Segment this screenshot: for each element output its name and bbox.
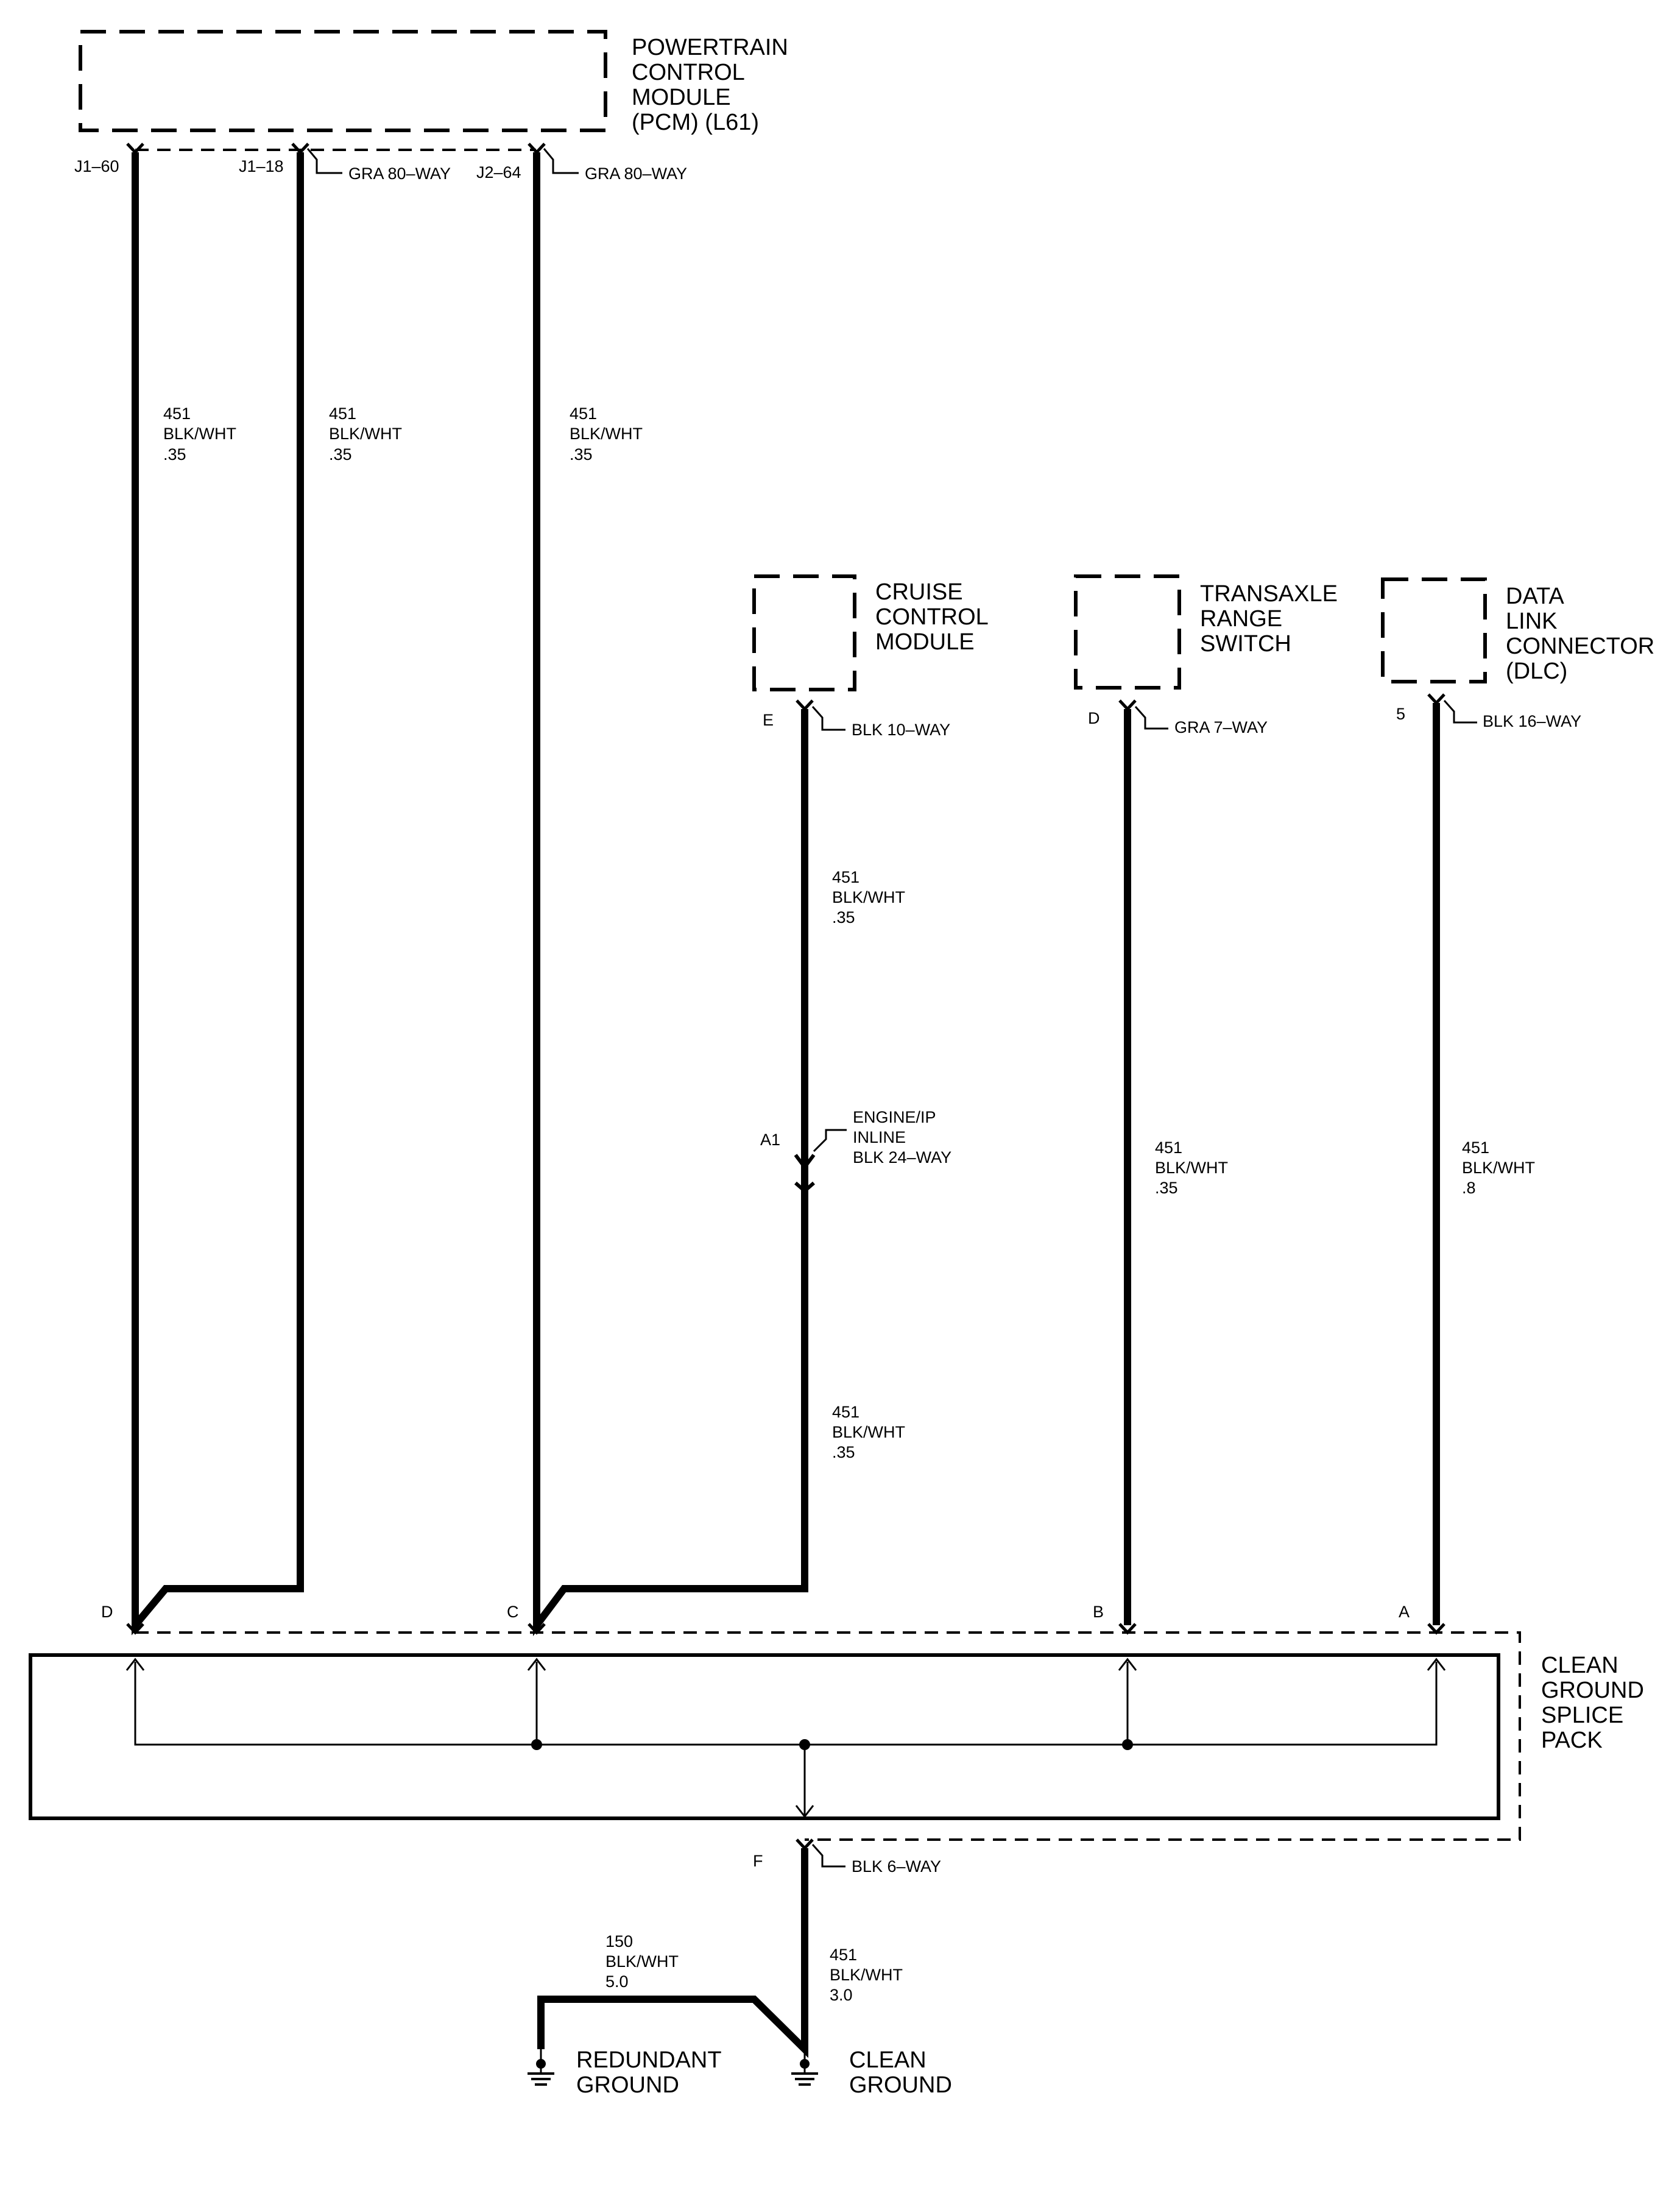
- splice-out-connector-leader: [811, 1844, 845, 1868]
- inline-pin-a1: A1: [760, 1131, 780, 1149]
- inline-connector-arrow-icon: [794, 1154, 816, 1170]
- pcm-wire1-label: 451 BLK/WHT .35: [163, 404, 241, 464]
- splice-d-arrow-icon: [125, 1658, 145, 1671]
- splice-b-terminal-icon: [1118, 1623, 1137, 1635]
- dlc-pin-5: 5: [1396, 705, 1405, 723]
- pcm-pin-j2-64: J2–64: [476, 163, 521, 182]
- transaxle-terminal-icon: [1118, 699, 1137, 711]
- pcm-j1-connector-label: GRA 80–WAY: [348, 164, 451, 183]
- transaxle-connector-leader: [1134, 706, 1168, 730]
- splice-junction-dot: [799, 1739, 810, 1750]
- transaxle-wire-label: 451 BLK/WHT .35: [1155, 1139, 1232, 1197]
- pcm-j1-connector-leader: [306, 148, 342, 174]
- ground-main-wire-label: 451 BLK/WHT 3.0: [830, 1946, 907, 2004]
- dlc-connector-label: BLK 16–WAY: [1483, 712, 1581, 730]
- redundant-ground-icon: [528, 2049, 554, 2086]
- cruise-wire-lower-label: 451 BLK/WHT .35: [832, 1403, 909, 1461]
- dlc-wire-label: 451 BLK/WHT .8: [1462, 1139, 1539, 1197]
- splice-f-arrow-icon: [795, 1805, 814, 1818]
- pcm-wire-j2-64-cruise: [533, 152, 808, 1636]
- splice-junction-dot: [531, 1739, 542, 1750]
- pcm-wire-j1-60-j1-18: [132, 152, 304, 1636]
- splice-label: CLEAN GROUND SPLICE PACK: [1541, 1653, 1650, 1753]
- dlc-component-box: [1381, 577, 1487, 683]
- pcm-pin-j1-18: J1–18: [239, 157, 284, 175]
- pcm-wire2-label: 451 BLK/WHT .35: [329, 404, 406, 464]
- pcm-component-box: [79, 30, 607, 132]
- dlc-connector-leader: [1443, 700, 1477, 724]
- inline-connector-label: ENGINE/IP INLINE BLK 24–WAY: [853, 1108, 951, 1167]
- dlc-label: DATA LINK CONNECTOR (DLC): [1506, 584, 1661, 684]
- splice-c-arrow-icon: [527, 1658, 546, 1671]
- splice-junction-dot: [1122, 1739, 1133, 1750]
- splice-c-terminal-icon: [528, 1623, 546, 1635]
- inline-connector-leader: [813, 1129, 847, 1153]
- cruise-component-box: [752, 574, 856, 691]
- pcm-j2-connector-leader: [543, 148, 579, 174]
- pcm-label: POWERTRAIN CONTROL MODULE (PCM) (L61): [632, 35, 794, 135]
- cruise-connector-label: BLK 10–WAY: [852, 721, 950, 739]
- splice-b-arrow-icon: [1118, 1658, 1137, 1671]
- splice-pin-c: C: [507, 1603, 519, 1621]
- splice-pack-box: [29, 1653, 1500, 1820]
- cruise-wire-upper-label: 451 BLK/WHT .35: [832, 868, 909, 927]
- cruise-pin-e: E: [763, 711, 774, 729]
- dlc-terminal-icon: [1427, 693, 1445, 705]
- splice-pin-a: A: [1399, 1603, 1410, 1621]
- splice-a-terminal-icon: [1427, 1623, 1445, 1635]
- clean-ground-label: CLEAN GROUND: [849, 2047, 952, 2098]
- splice-pin-d: D: [101, 1603, 113, 1621]
- transaxle-pin-d: D: [1088, 709, 1100, 727]
- splice-a-arrow-icon: [1427, 1658, 1446, 1671]
- splice-internal-bus: [134, 1662, 1438, 1746]
- cruise-terminal-icon: [796, 699, 814, 711]
- ground-redundant-wire-label: 150 BLK/WHT 5.0: [605, 1932, 683, 1991]
- transaxle-connector-label: GRA 7–WAY: [1174, 718, 1268, 736]
- splice-pin-f: F: [753, 1852, 763, 1870]
- transaxle-label: TRANSAXLE RANGE SWITCH: [1200, 581, 1344, 657]
- splice-d-terminal-icon: [126, 1623, 144, 1635]
- splice-pin-b: B: [1093, 1603, 1104, 1621]
- pcm-wire3-label: 451 BLK/WHT .35: [570, 404, 647, 464]
- splice-out-connector-label: BLK 6–WAY: [852, 1857, 941, 1876]
- splice-connector-outline: [135, 1631, 1521, 1841]
- pcm-pin-j1-60: J1–60: [74, 157, 119, 175]
- redundant-ground-label: REDUNDANT GROUND: [576, 2047, 727, 2098]
- cruise-connector-leader: [811, 706, 845, 731]
- splice-f-terminal-icon: [796, 1838, 814, 1851]
- pcm-j2-connector-label: GRA 80–WAY: [585, 164, 687, 183]
- clean-ground-icon: [791, 2049, 818, 2086]
- cruise-label: CRUISE CONTROL MODULE: [875, 579, 994, 655]
- ground-wires: [537, 1848, 808, 2058]
- transaxle-component-box: [1074, 574, 1181, 690]
